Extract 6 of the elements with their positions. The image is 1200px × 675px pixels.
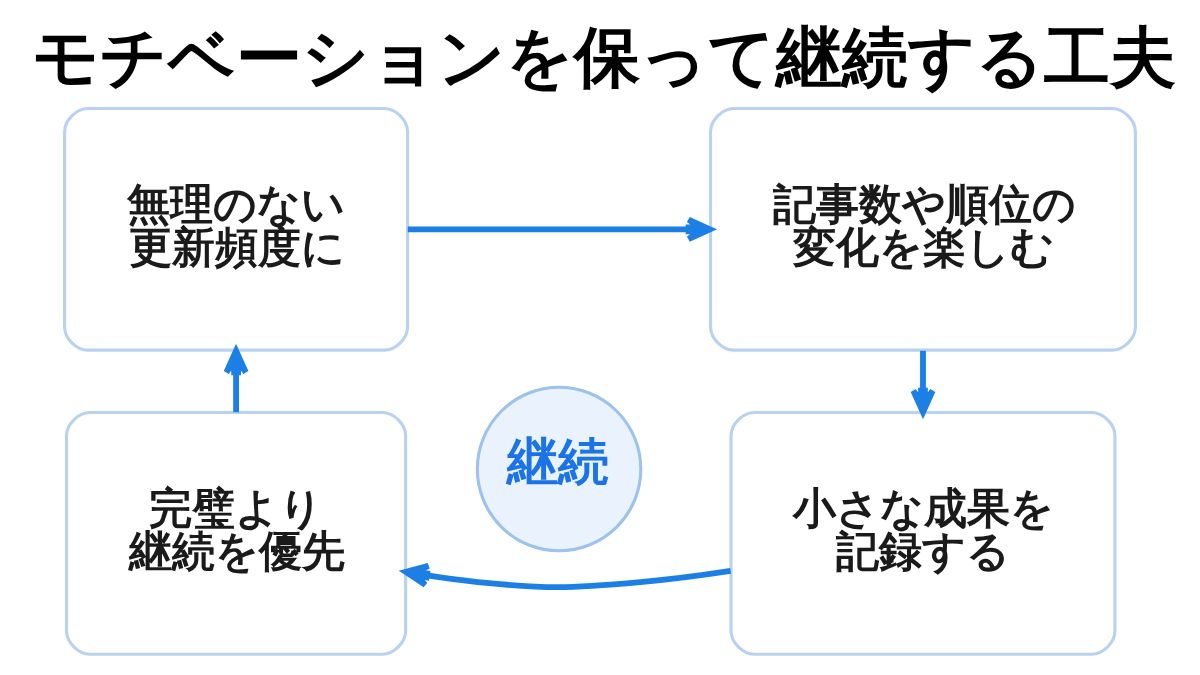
node-box: 記事数や順位の変化を楽しむ [709, 106, 1137, 352]
node-box: 完璧より継続を優先 [64, 410, 408, 656]
node-box: 小さな成果を記録する [729, 410, 1117, 656]
node-circle: 継続 [475, 385, 643, 553]
node-box: 無理のない更新頻度に [63, 106, 410, 352]
diagram-title: モチベーションを保って継続する工夫 [31, 17, 1176, 96]
